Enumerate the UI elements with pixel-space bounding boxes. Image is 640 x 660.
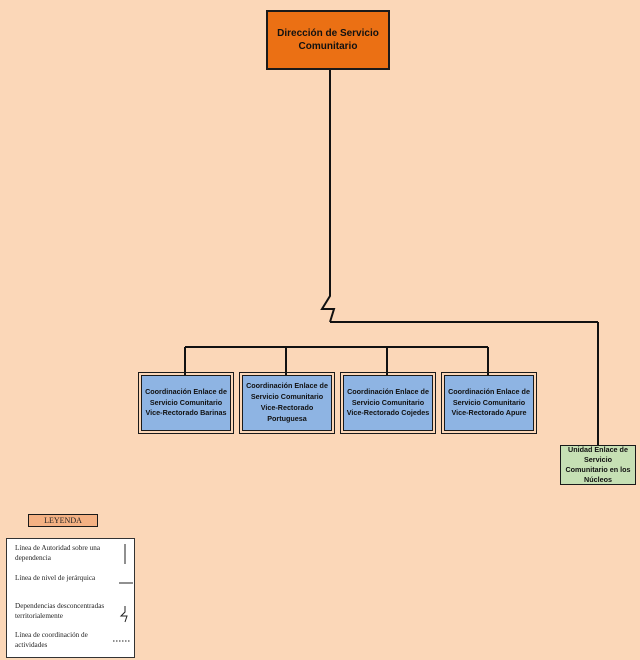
vertical-line-icon bbox=[124, 544, 126, 564]
coordination-label: Coordinación Enlace de Servicio Comunita… bbox=[145, 386, 227, 418]
direccion-servicio-comunitario-box: Dirección de Servicio Comunitario bbox=[266, 10, 390, 70]
legend-title: LEYENDA bbox=[28, 514, 98, 527]
legend-item-authority-label: Línea de Autoridad sobre una dependencia bbox=[15, 544, 101, 563]
legend-title-label: LEYENDA bbox=[44, 516, 82, 525]
dotted-line-icon bbox=[113, 640, 131, 642]
main-trunk-line bbox=[320, 70, 336, 323]
coordination-box-portuguesa: Coordinación Enlace de Servicio Comunita… bbox=[239, 372, 335, 434]
coordination-label: Coordinación Enlace de Servicio Comunita… bbox=[246, 381, 328, 423]
legend-item-coordination-label: Línea de coordinación de actividades bbox=[15, 631, 88, 650]
unidad-label: Unidad Enlace de Servicio Comunitario en… bbox=[565, 444, 631, 485]
legend-item-deconcentrated-label: Dependencias desconcentradas territorial… bbox=[15, 602, 105, 621]
coordination-box-barinas: Coordinación Enlace de Servicio Comunita… bbox=[138, 372, 234, 434]
zigzag-icon bbox=[119, 606, 128, 623]
horizontal-line-icon bbox=[119, 582, 133, 584]
coordination-box-cojedes: Coordinación Enlace de Servicio Comunita… bbox=[340, 372, 436, 434]
legend-item-hierarchy-label: Línea de nivel de jerárquica bbox=[15, 574, 96, 582]
coordination-label: Coordinación Enlace de Servicio Comunita… bbox=[346, 386, 430, 418]
unidad-enlace-box: Unidad Enlace de Servicio Comunitario en… bbox=[560, 445, 636, 485]
coordination-box-apure: Coordinación Enlace de Servicio Comunita… bbox=[441, 372, 537, 434]
root-label: Dirección de Servicio Comunitario bbox=[277, 27, 379, 53]
legend: Línea de Autoridad sobre una dependencia… bbox=[6, 538, 135, 658]
coordination-label: Coordinación Enlace de Servicio Comunita… bbox=[448, 386, 530, 418]
